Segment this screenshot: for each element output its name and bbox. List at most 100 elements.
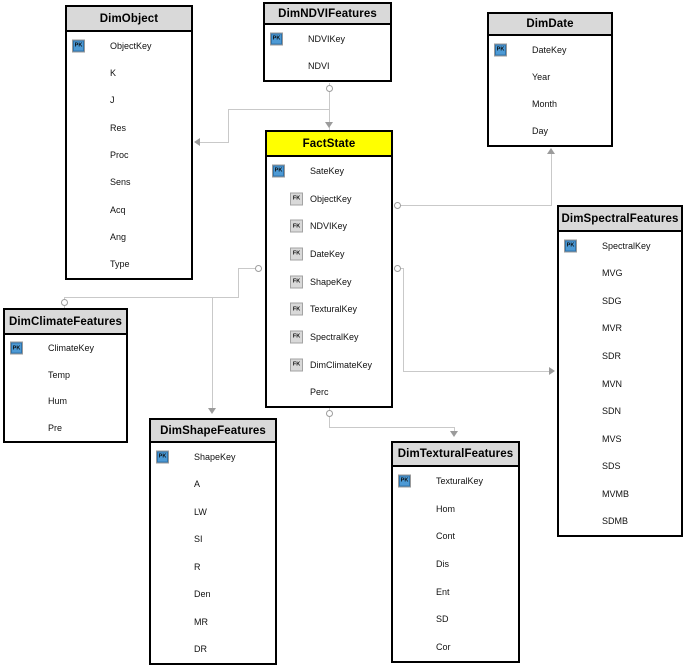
field-name: SDS	[602, 461, 621, 472]
table-title: DimTexturalFeatures	[393, 443, 518, 467]
field-name: Month	[532, 99, 558, 110]
field-row: A	[151, 471, 275, 499]
field-row: Dis	[393, 550, 518, 578]
field-name: A	[194, 479, 201, 490]
field-name: SD	[436, 614, 449, 625]
field-name: Cor	[436, 642, 451, 653]
primary-key-badge-icon: PK	[272, 164, 285, 178]
field-row: LW	[151, 498, 275, 526]
field-row: Ent	[393, 578, 518, 606]
table-title: DimClimateFeatures	[5, 310, 126, 335]
field-row: MVR	[559, 315, 681, 343]
field-name: MR	[194, 616, 208, 627]
field-name: Year	[532, 71, 551, 82]
field-name: Res	[110, 122, 127, 133]
connector-endpoint-icon	[326, 85, 333, 92]
field-name: TexturalKey	[310, 304, 358, 315]
field-row: Hom	[393, 495, 518, 523]
field-row: PK SpectralKey	[559, 232, 681, 260]
field-row: Acq	[67, 196, 191, 223]
field-row: MVMB	[559, 480, 681, 508]
field-name: Acq	[110, 204, 126, 215]
field-name: SDG	[602, 295, 622, 306]
field-name: SateKey	[310, 165, 345, 176]
field-row: SD	[393, 606, 518, 634]
field-name: Ang	[110, 231, 127, 242]
field-name: ClimateKey	[48, 343, 95, 354]
field-row: NDVI	[265, 53, 390, 81]
field-name: TexturalKey	[436, 475, 484, 486]
arrow-down-icon	[325, 122, 333, 128]
field-name: Temp	[48, 369, 71, 380]
field-name: DimClimateKey	[310, 359, 373, 370]
field-name: MVG	[602, 268, 623, 279]
field-row: FK ShapeKey	[267, 268, 391, 296]
field-name: Hum	[48, 396, 68, 407]
arrow-up-icon	[547, 148, 555, 154]
table-title: DimShapeFeatures	[151, 420, 275, 443]
field-name: Day	[532, 126, 549, 137]
field-name: ShapeKey	[310, 276, 352, 287]
field-name: LW	[194, 506, 207, 517]
field-name: Cont	[436, 531, 456, 542]
table-title: DimDate	[489, 14, 611, 36]
field-name: Perc	[310, 387, 329, 398]
field-row: Month	[489, 91, 611, 118]
field-name: NDVIKey	[308, 33, 346, 44]
field-name: DR	[194, 644, 207, 655]
foreign-key-badge-icon: FK	[290, 275, 303, 289]
arrow-down-icon	[208, 408, 216, 414]
field-row: SDN	[559, 397, 681, 425]
field-name: K	[110, 67, 117, 78]
field-name: MVR	[602, 323, 622, 334]
field-name: ObjectKey	[110, 40, 152, 51]
field-name: Sens	[110, 177, 131, 188]
primary-key-badge-icon: PK	[72, 39, 85, 53]
connector-endpoint-icon	[255, 265, 262, 272]
field-name: Ent	[436, 586, 450, 597]
field-row: Cor	[393, 633, 518, 661]
table-title: DimNDVIFeatures	[265, 4, 390, 25]
field-name: Dis	[436, 559, 449, 570]
primary-key-badge-icon: PK	[494, 43, 507, 57]
field-name: J	[110, 95, 115, 106]
field-name: DateKey	[532, 44, 567, 55]
field-row: Cont	[393, 522, 518, 550]
table-title: FactState	[267, 132, 391, 157]
field-row: Den	[151, 581, 275, 609]
field-name: Pre	[48, 422, 63, 433]
field-name: SI	[194, 534, 203, 545]
field-row: Year	[489, 63, 611, 90]
arrow-down-icon	[450, 431, 458, 437]
primary-key-badge-icon: PK	[564, 239, 577, 253]
field-name: Type	[110, 259, 130, 270]
field-row: MVG	[559, 260, 681, 288]
field-row: Ang	[67, 223, 191, 250]
field-name: SDMB	[602, 516, 629, 527]
field-name: SpectralKey	[602, 240, 651, 251]
field-name: SDR	[602, 350, 622, 361]
connector-endpoint-icon	[394, 202, 401, 209]
foreign-key-badge-icon: FK	[290, 330, 303, 344]
field-row: Pre	[5, 415, 126, 442]
